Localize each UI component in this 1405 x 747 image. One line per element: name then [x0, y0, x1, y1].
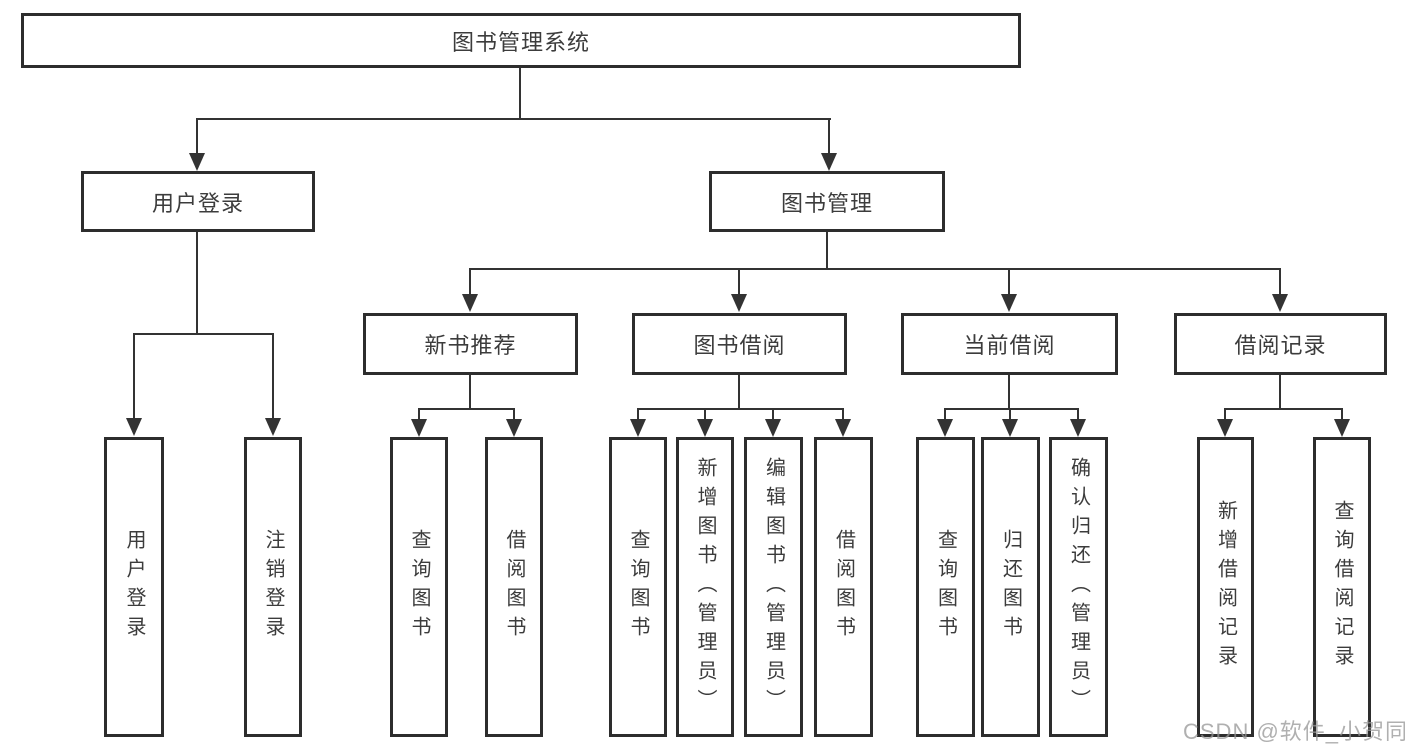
node-new-book-recommendation: 新书推荐 [363, 313, 578, 375]
connector-line [1077, 408, 1079, 420]
node-add-borrow-record: 新增借阅记录 [1197, 437, 1254, 737]
node-search-books-recommend: 查询图书 [390, 437, 448, 737]
connector-line [944, 408, 1079, 410]
connector-line [826, 232, 828, 269]
arrowhead-icon [937, 419, 953, 437]
node-user-login: 用户登录 [104, 437, 164, 737]
leaf-label: 用户登录 [123, 529, 145, 645]
node-book-management-branch: 图书管理 [709, 171, 945, 232]
arrowhead-icon [765, 419, 781, 437]
connector-line [1341, 408, 1343, 420]
arrowhead-icon [1217, 419, 1233, 437]
leaf-label: 注销登录 [262, 529, 284, 645]
connector-line [842, 408, 844, 420]
connector-line [738, 375, 740, 409]
node-current-borrowing: 当前借阅 [901, 313, 1118, 375]
leaf-label: 查询图书 [934, 529, 957, 645]
connector-line [469, 268, 471, 294]
node-borrowing-records: 借阅记录 [1174, 313, 1387, 375]
node-edit-book-admin: 编辑图书（管理员） [744, 437, 803, 737]
arrowhead-icon [630, 419, 646, 437]
leaf-label: 归还图书 [999, 529, 1022, 645]
connector-line [1008, 268, 1010, 294]
connector-line [272, 333, 274, 418]
connector-line [133, 333, 274, 335]
arrowhead-icon [506, 419, 522, 437]
connector-line [418, 408, 420, 420]
arrowhead-icon [1001, 294, 1017, 312]
leaf-label: 新增图书（管理员） [694, 456, 716, 718]
connector-line [519, 68, 521, 118]
leaf-label: 查询借阅记录 [1331, 500, 1353, 674]
connector-line [1008, 375, 1010, 409]
connector-line [828, 118, 830, 154]
connector-line [469, 375, 471, 409]
csdn-watermark: CSDN @软件_小贺同学 [1183, 719, 1405, 744]
arrowhead-icon [835, 419, 851, 437]
connector-line [1224, 408, 1226, 420]
node-search-borrow-record: 查询借阅记录 [1313, 437, 1371, 737]
connector-line [513, 408, 515, 420]
connector-line [196, 118, 198, 154]
node-book-borrowing: 图书借阅 [632, 313, 847, 375]
node-borrow-books-recommend: 借阅图书 [485, 437, 543, 737]
node-search-books-borrowing: 查询图书 [609, 437, 667, 737]
arrowhead-icon [731, 294, 747, 312]
arrowhead-icon [1002, 419, 1018, 437]
leaf-label: 借阅图书 [832, 529, 855, 645]
node-search-books-current: 查询图书 [916, 437, 975, 737]
connector-line [1009, 408, 1011, 420]
connector-line [772, 408, 774, 420]
connector-line [944, 408, 946, 420]
connector-line [637, 408, 844, 410]
arrowhead-icon [126, 418, 142, 436]
arrowhead-icon [265, 418, 281, 436]
leaf-label: 查询图书 [627, 529, 649, 645]
connector-line [418, 408, 515, 410]
connector-line [704, 408, 706, 420]
arrowhead-icon [1334, 419, 1350, 437]
arrowhead-icon [1070, 419, 1086, 437]
node-return-books: 归还图书 [981, 437, 1040, 737]
node-logout: 注销登录 [244, 437, 302, 737]
leaf-label: 借阅图书 [503, 529, 525, 645]
leaf-label: 确认归还（管理员） [1067, 456, 1090, 718]
connector-line [196, 232, 198, 334]
connector-line [196, 118, 831, 120]
leaf-label: 查询图书 [408, 529, 430, 645]
connector-line [637, 408, 639, 420]
leaf-label: 编辑图书（管理员） [762, 456, 785, 718]
arrowhead-icon [462, 294, 478, 312]
connector-line [133, 333, 135, 418]
node-library-management-system: 图书管理系统 [21, 13, 1021, 68]
node-confirm-return-admin: 确认归还（管理员） [1049, 437, 1108, 737]
connector-line [1279, 268, 1281, 294]
connector-line [1224, 408, 1343, 410]
arrowhead-icon [1272, 294, 1288, 312]
node-borrow-books-borrowing: 借阅图书 [814, 437, 873, 737]
connector-line [1279, 375, 1281, 409]
node-add-book-admin: 新增图书（管理员） [676, 437, 734, 737]
leaf-label: 新增借阅记录 [1214, 500, 1237, 674]
arrowhead-icon [821, 153, 837, 171]
arrowhead-icon [697, 419, 713, 437]
arrowhead-icon [411, 419, 427, 437]
arrowhead-icon [189, 153, 205, 171]
node-user-login-branch: 用户登录 [81, 171, 315, 232]
connector-line [738, 268, 740, 294]
connector-line [469, 268, 1281, 270]
